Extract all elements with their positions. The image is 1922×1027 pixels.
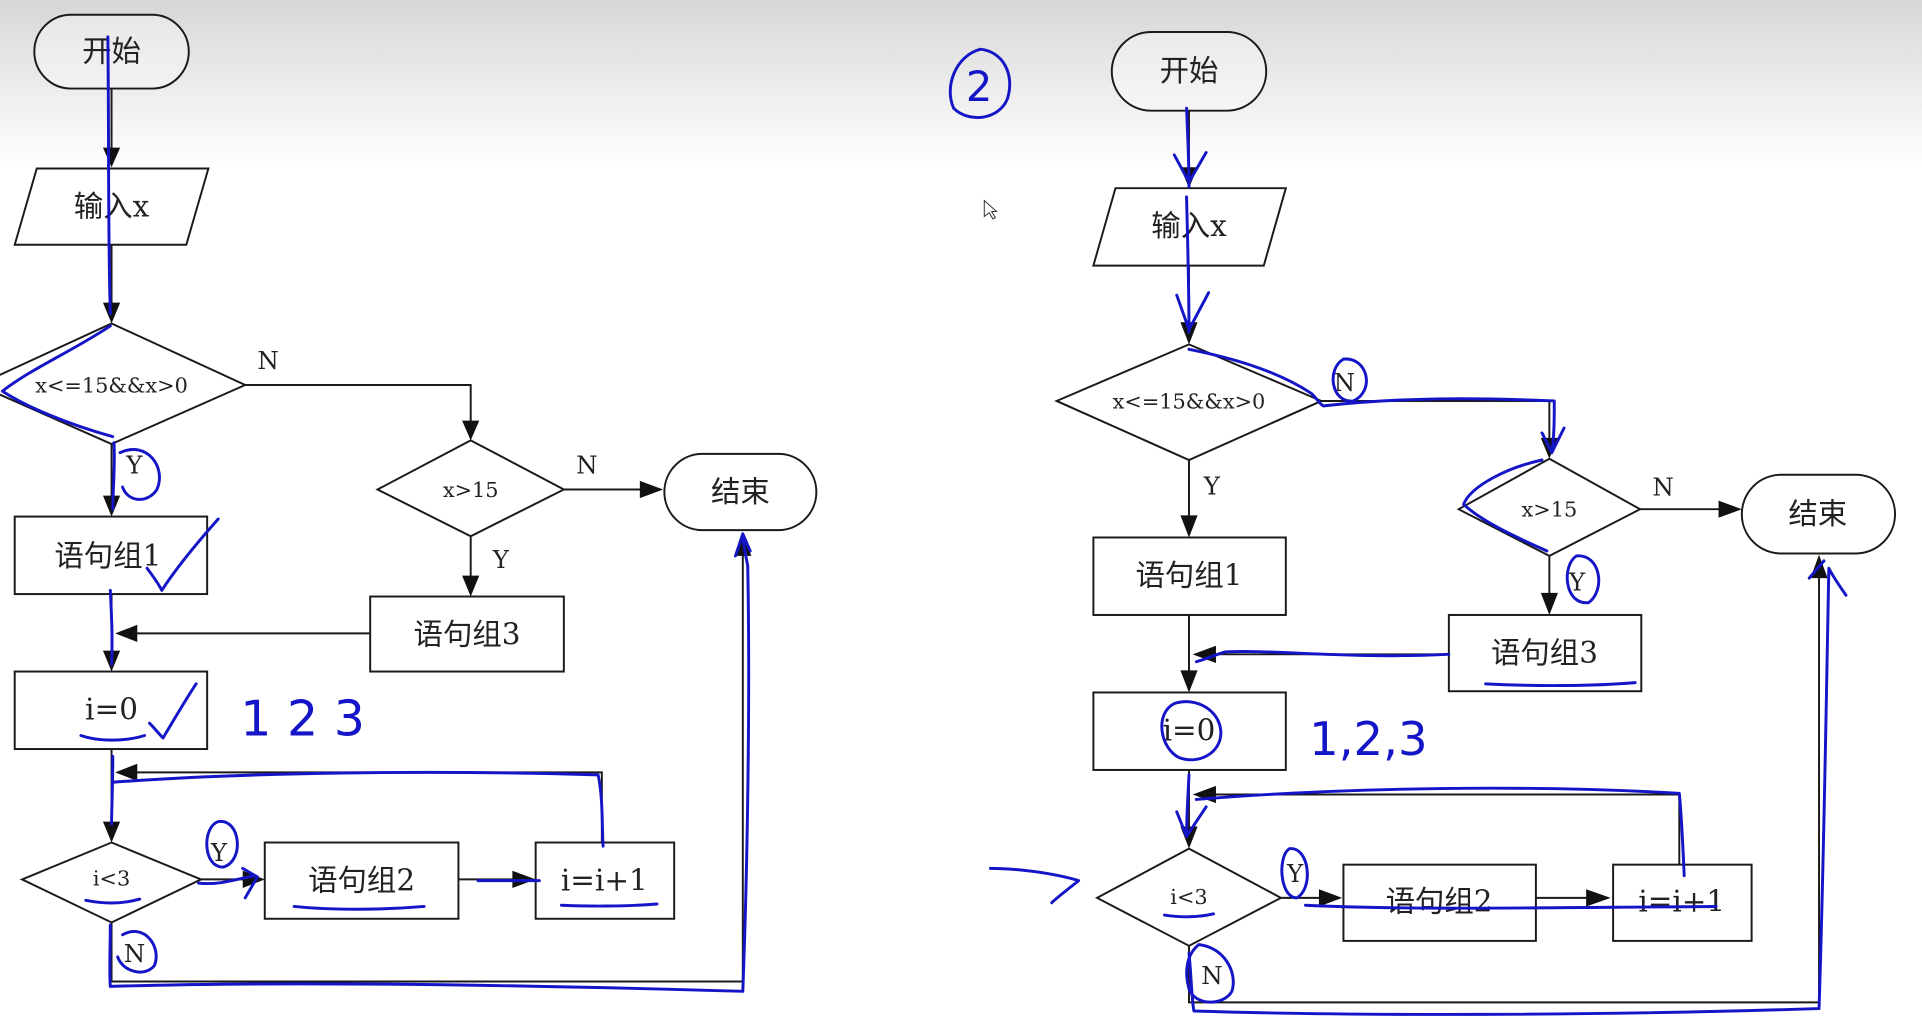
decision-range-no-label: N [257, 346, 278, 375]
decision-range-no-label-right: N [1334, 368, 1355, 397]
start-label: 开始 [82, 34, 141, 68]
decision-greater-right: x>15 [1456, 457, 1643, 558]
loop-decision: i<3 [19, 841, 204, 924]
loop-decision-right: i<3 [1094, 847, 1284, 947]
loop-decision-label: i<3 [93, 867, 130, 891]
decision-greater-yes-label-right: Y [1568, 567, 1586, 596]
input-node-right: 输入x [1092, 187, 1288, 267]
statement-group-1-label: 语句组1 [54, 539, 161, 573]
ink-counter-left: 1 2 3 [240, 689, 365, 747]
input-label: 输入x [74, 189, 150, 223]
decision-greater-label-right: x>15 [1522, 498, 1578, 522]
decision-range-yes-label-right: Y [1203, 471, 1221, 500]
statement-group-2-label-right: 语句组2 [1386, 884, 1493, 918]
end-terminal-right: 结束 [1740, 473, 1897, 555]
statement-group-1-label-right: 语句组1 [1136, 558, 1243, 592]
start-terminal-right: 开始 [1110, 30, 1268, 112]
statement-group-3-label-right: 语句组3 [1491, 636, 1598, 670]
statement-group-2-label: 语句组2 [308, 863, 415, 897]
statement-group-3-right: 语句组3 [1447, 613, 1643, 693]
decision-range-yes-label: Y [125, 450, 143, 479]
increment-node-right: i=i+1 [1612, 863, 1753, 942]
loop-yes-label-right: Y [1286, 859, 1304, 888]
init-label: i=0 [85, 692, 138, 726]
input-label-right: 输入x [1151, 209, 1227, 243]
decision-greater-label: x>15 [443, 478, 499, 502]
end-label: 结束 [711, 475, 770, 509]
decision-range-label: x<=15&&x>0 [35, 373, 188, 397]
decision-greater-no-label: N [576, 450, 597, 479]
start-terminal: 开始 [33, 13, 190, 90]
ink-annotations-left: 1 2 3 [0, 35, 752, 993]
ink-annotations-right: 2 1,2,3 [948, 47, 1848, 1016]
loop-no-label: N [124, 939, 145, 968]
decision-range: x<=15&&x>0 [0, 322, 248, 446]
init-label-right: i=0 [1163, 713, 1216, 747]
statement-group-2-right: 语句组2 [1342, 863, 1537, 942]
statement-group-1: 语句组1 [13, 515, 209, 596]
init-node-right: i=0 [1092, 691, 1287, 771]
end-terminal: 结束 [663, 452, 818, 532]
flowchart-left: 开始 输入x x<=15&&x>0 N Y x>15 N Y [0, 13, 818, 983]
statement-group-3-label: 语句组3 [414, 617, 521, 651]
flowchart-right: 开始 输入x x<=15&&x>0 N Y x>15 N Y [1054, 30, 1897, 1004]
decision-range-right: x<=15&&x>0 [1054, 343, 1324, 462]
decision-greater: x>15 [375, 439, 567, 538]
input-node: 输入x [13, 167, 210, 246]
loop-yes-label: Y [210, 838, 228, 867]
ink-number-right: 2 [966, 62, 993, 111]
end-label-right: 结束 [1788, 497, 1847, 531]
decision-greater-yes-label: Y [492, 545, 510, 574]
start-label-right: 开始 [1160, 54, 1219, 88]
loop-no-label-right: N [1201, 961, 1222, 990]
mouse-cursor-icon [983, 199, 998, 220]
ink-counter-right: 1,2,3 [1309, 713, 1427, 767]
statement-group-3: 语句组3 [369, 595, 565, 673]
decision-range-label-right: x<=15&&x>0 [1113, 389, 1266, 413]
decision-greater-no-label-right: N [1652, 473, 1673, 502]
loop-decision-label-right: i<3 [1170, 885, 1207, 909]
statement-group-1-right: 语句组1 [1092, 536, 1287, 616]
increment-label-right: i=i+1 [1638, 884, 1725, 918]
init-node: i=0 [13, 670, 209, 751]
increment-label: i=i+1 [561, 863, 648, 897]
